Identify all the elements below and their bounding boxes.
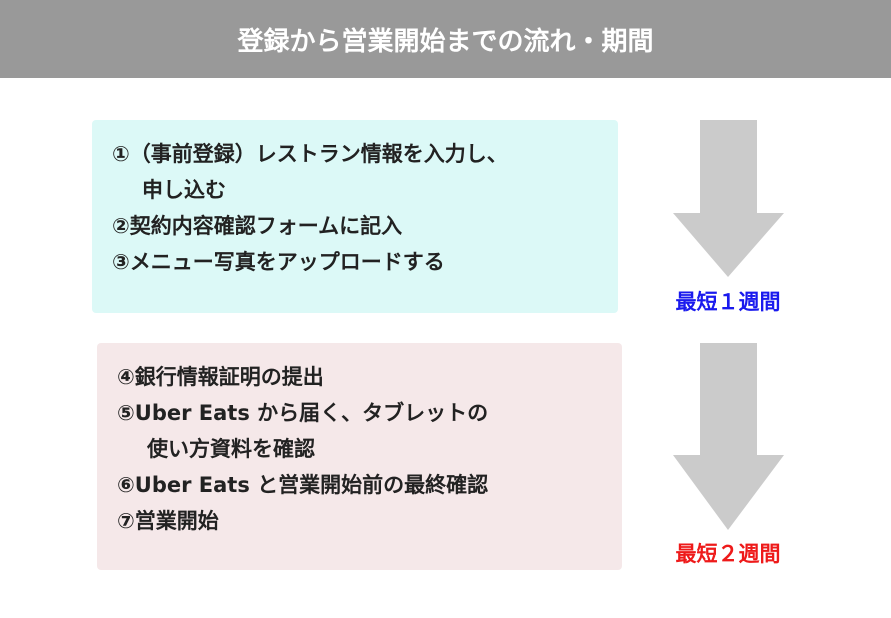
page-title: 登録から営業開始までの流れ・期間 [0,0,891,78]
step-4: ④銀行情報証明の提出 [117,365,324,389]
step-5-continued: 使い方資料を確認 [147,437,315,461]
step-1-continued: 申し込む [142,178,226,202]
step-group-1: ①（事前登録）レストラン情報を入力し、 申し込む ②契約内容確認フォームに記入 … [92,120,618,313]
duration-label-1: 最短１週間 [675,290,781,314]
step-3: ③メニュー写真をアップロードする [112,250,445,274]
step-5: ⑤Uber Eats から届く、タブレットの [117,401,489,425]
step-7: ⑦営業開始 [117,509,219,533]
duration-label-2: 最短２週間 [675,542,781,566]
step-2: ②契約内容確認フォームに記入 [112,214,403,238]
step-group-2: ④銀行情報証明の提出 ⑤Uber Eats から届く、タブレットの 使い方資料を… [97,343,622,570]
step-1: ①（事前登録）レストラン情報を入力し、 [112,142,508,166]
step-6: ⑥Uber Eats と営業開始前の最終確認 [117,473,489,497]
down-arrow-icon [673,120,784,277]
down-arrow-icon [673,343,784,530]
